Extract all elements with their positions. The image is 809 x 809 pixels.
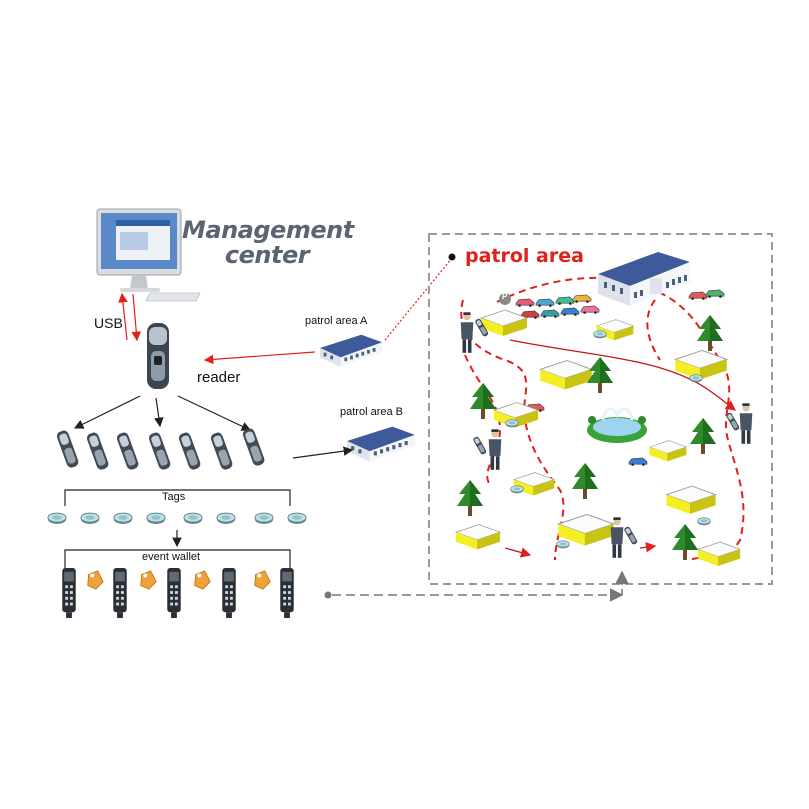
keyfob-icon — [87, 570, 104, 590]
patrol-area-title: patrol area — [465, 245, 584, 267]
building-icon — [480, 309, 528, 337]
parking-sign-icon — [499, 293, 511, 305]
tags-label: Tags — [162, 491, 186, 503]
patrol-route-solid — [504, 339, 737, 558]
usb-link-down — [131, 293, 142, 342]
management-center-line2: center — [224, 241, 310, 269]
patrol-area-b-building — [347, 426, 415, 462]
event-wallet-bracket — [64, 549, 291, 568]
management-center-line1: Management — [182, 216, 354, 244]
parking-lot — [499, 289, 725, 466]
reader-fanout-arrows — [73, 395, 252, 431]
tags-row — [47, 512, 307, 525]
event-wallet-row — [62, 568, 294, 618]
patrol-area-a-label: patrol area A — [305, 315, 368, 327]
patrol-area-a-building — [319, 334, 383, 367]
pine-tree-icon — [697, 315, 723, 351]
management-center-title: Management center — [182, 216, 354, 269]
patrol-area-bullet — [448, 253, 456, 261]
parking-sign-label: P — [502, 292, 508, 301]
usb-label: USB — [94, 315, 123, 331]
reader-arrow — [203, 351, 316, 365]
tags-bracket — [64, 489, 291, 506]
patrol-area-b-label: patrol area B — [340, 406, 403, 418]
handheld-reader-icon — [147, 323, 169, 389]
reader-devices-row — [55, 427, 266, 471]
headquarters-building-icon — [598, 252, 690, 306]
connector-start-dot — [324, 591, 332, 599]
rfid-tag-icon — [47, 512, 67, 525]
car-icon — [515, 298, 535, 307]
patrol-area-b-arrow — [292, 446, 354, 459]
reader-label: reader — [197, 369, 241, 386]
event-wallet-label: event wallet — [142, 551, 201, 563]
computer-monitor-icon — [96, 208, 201, 302]
fountain-icon — [587, 407, 647, 443]
patrol-area-frame — [428, 233, 773, 585]
usb-link-up — [118, 292, 128, 341]
patrol-area-a-link — [384, 257, 453, 341]
event-key-icon — [62, 568, 76, 618]
